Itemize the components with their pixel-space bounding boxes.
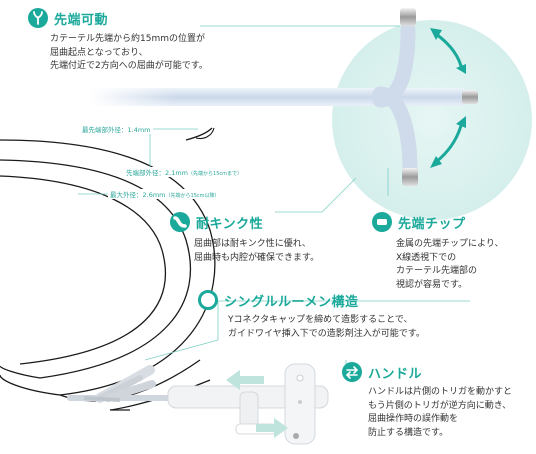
tip-bent-down (372, 86, 418, 186)
feature-handle: ハンドル (342, 362, 422, 382)
tip-icon (372, 212, 392, 232)
bend-arrow-up-icon (430, 28, 466, 74)
ring-icon (198, 290, 218, 310)
bend-arrow-down-icon (430, 116, 466, 168)
dim-tip-od2: 先端部外径：2.1mm（先端から15cmまで） (124, 167, 244, 177)
feature-tip-steer: 先端可動 (28, 8, 208, 28)
feature-tip-metal: 先端チップ (372, 212, 466, 232)
feature-kink: 耐キンク性 (170, 212, 263, 232)
handle-arrow-up-icon (226, 370, 264, 390)
feature-tip-metal-text: 金属の先端チップにより、 X線透視下での カテーテル先端部の 視認が容易です。 (396, 239, 504, 290)
zoom-circle (332, 20, 532, 220)
tip-straight (462, 90, 478, 104)
swap-arrows-icon (342, 362, 362, 382)
feature-leaders (144, 25, 470, 372)
feature-lumen: シングルルーメン構造 (198, 290, 358, 310)
kink-icon (170, 212, 190, 232)
coil-tip (195, 127, 215, 140)
dim-max-od: 最大外径：2.6mm（先端から15cm以降） (108, 189, 222, 199)
feature-kink-text: 屈曲部は耐キンク性に優れ、 屈曲時も内腔が確保できます。 (194, 239, 320, 263)
tree-icon (28, 8, 48, 28)
feature-tip-steer-text: カテーテル先端から約15mmの位置が 屈曲起点となっており、 先端付近で2方向へ… (50, 34, 208, 71)
handle-arrow-down-icon (256, 418, 288, 438)
tip-bent-up (372, 8, 416, 108)
feature-title: 先端可動 (54, 12, 109, 28)
feature-lumen-text: Yコネクタキャップを締めて造影することで、 ガイドワイヤ挿入下での造影剤注入が可… (228, 315, 425, 339)
dimension-leaders (78, 128, 198, 195)
feature-handle-text: ハンドルは片側のトリガを動かすと もう片側のトリガが逆方向に動き、 屈曲操作時の… (368, 387, 513, 438)
dim-tip-od: 最先端部外径：1.4mm (80, 124, 153, 134)
y-connector (67, 365, 173, 403)
catheter-shaft (90, 86, 470, 108)
